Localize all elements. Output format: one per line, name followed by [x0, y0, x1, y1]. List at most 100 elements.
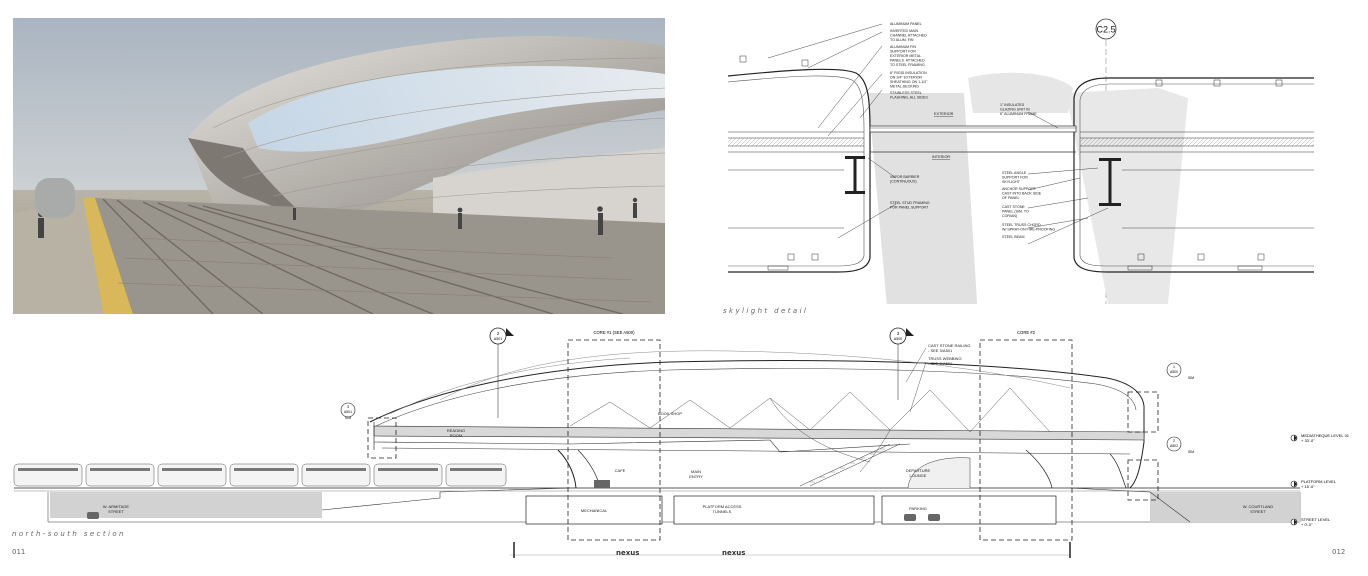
- room-platform-tunnels-2: TUNNELS: [713, 509, 732, 514]
- svg-text:A501: A501: [344, 410, 352, 414]
- room-cafe: CAFE: [615, 468, 626, 473]
- nexus-logo: nexus: [722, 549, 746, 557]
- section-marker-2-a501: 2 A501: [489, 327, 514, 345]
- room-departure-lounge-2: LOUNGE: [910, 473, 927, 478]
- svg-text:A501: A501: [494, 337, 502, 341]
- street-courtland: W. COURTLAND: [1243, 504, 1274, 509]
- detail-marker-3-a501: 3 A501 SIM: [340, 402, 356, 420]
- core-1-label: CORE #1 (SEE A500): [594, 330, 636, 335]
- callout-truss: TRUSS WEBBING: [928, 356, 962, 361]
- callout: 6" ALUMINUM FRAME: [1000, 112, 1037, 116]
- callout: TO STEEL FRAMING: [890, 63, 925, 67]
- interior-label: INTERIOR: [932, 155, 950, 159]
- callout: STEEL TRUSS CHORD: [1002, 223, 1041, 227]
- svg-text:+ 15'-0": + 15'-0": [1301, 484, 1315, 489]
- svg-text:2: 2: [1173, 439, 1175, 443]
- room-platform-tunnels: PLATFORM ACCESS: [703, 504, 742, 509]
- grid-marker-label: C2.5: [1096, 25, 1115, 35]
- callout: STEEL BEAM: [1002, 235, 1024, 239]
- svg-text:+ 33'-0": + 33'-0": [1301, 438, 1315, 443]
- svg-text:3: 3: [897, 331, 900, 336]
- callout: STEEL STUD FRAMING: [890, 201, 930, 205]
- page-number-left: 011: [12, 548, 26, 556]
- room-main-entry: MAIN: [691, 469, 701, 474]
- mechanical-room: [525, 495, 663, 525]
- svg-text:SIM: SIM: [1188, 450, 1194, 454]
- callout: SUPPORT FOR: [1002, 176, 1028, 180]
- callout: SKYLIGHT: [1002, 180, 1021, 184]
- callout: CAST INTO BACK SIDE: [1002, 192, 1042, 196]
- callout: OF PANEL: [1002, 196, 1020, 200]
- svg-text:A500: A500: [1170, 370, 1178, 374]
- callout: GLAZING UNIT IN: [1000, 108, 1030, 112]
- nexus-logo: nexus: [616, 549, 640, 557]
- level-marker-platform: PLATFORM LEVEL + 15'-0": [1290, 479, 1337, 489]
- callout: PANELS. ATTACHED: [890, 59, 925, 63]
- room-book-shop: BOOK SHOP: [658, 411, 682, 416]
- skylight-detail-drawing: C2.5: [727, 18, 1314, 318]
- svg-text:1: 1: [1173, 365, 1175, 369]
- callout: 6" RIGID INSULATION: [890, 71, 927, 75]
- callout: STEEL ANGLE: [1002, 171, 1027, 175]
- callout: VAPOR BARRIER: [890, 175, 920, 179]
- svg-text:+ 0'-0": + 0'-0": [1301, 522, 1313, 527]
- callout: METAL DECKING: [890, 85, 919, 89]
- level-marker-street: STREET LEVEL + 0'-0": [1290, 517, 1331, 527]
- detail-marker-2-a502: 2 A502 SIM: [1166, 436, 1194, 454]
- section-marker-3-a500: 3 A500: [889, 327, 914, 345]
- station-rendering: [13, 18, 665, 314]
- callout: EXTERIOR METAL: [890, 54, 921, 58]
- room-reading-room: READING: [447, 428, 465, 433]
- svg-text:SIM: SIM: [345, 416, 351, 420]
- rendering-illustration: [13, 18, 665, 314]
- detail-caption: skylight detail: [723, 307, 809, 315]
- street-armitage: W. ARMITAGE: [103, 504, 129, 509]
- grid-marker: [1095, 18, 1117, 40]
- svg-text:2: 2: [497, 331, 500, 336]
- core-2-label: CORE #2: [1017, 330, 1036, 335]
- svg-text:MEDIATHEQUE LEVEL 01: MEDIATHEQUE LEVEL 01: [1301, 433, 1350, 438]
- page-number-right: 012: [1332, 548, 1346, 556]
- callout: (CONTINUOUS): [890, 180, 917, 184]
- core-1-outline: [567, 339, 661, 541]
- callout: W/ SPRAY-ON FIRE-PROOFING: [1002, 228, 1055, 232]
- svg-text:STREET LEVEL: STREET LEVEL: [1301, 517, 1331, 522]
- level-marker-mediatheque: MEDIATHEQUE LEVEL 01 + 33'-0": [1290, 433, 1350, 443]
- callout: STAINLESS STEEL: [890, 91, 922, 95]
- room-departure-lounge: DEPARTURE: [906, 468, 931, 473]
- svg-text:A502: A502: [1170, 444, 1178, 448]
- room-mechanical: MECHANICAL: [581, 508, 608, 513]
- detail-marker-1-a500: 1 A500 SIM: [1166, 362, 1194, 380]
- callout: PANEL (SIM. TO: [1002, 210, 1029, 214]
- callout: FLASHING, ALL SIDES: [890, 96, 928, 100]
- svg-text:A500: A500: [894, 337, 902, 341]
- callout: ALUMINUM FIN: [890, 45, 916, 49]
- room-parking: PARKING: [909, 506, 927, 511]
- callout: CHANNEL ATTACHED: [890, 34, 927, 38]
- room-reading-room-2: ROOM: [450, 433, 462, 438]
- svg-text:3: 3: [347, 405, 349, 409]
- callout: ALUMINUM PANEL: [890, 22, 922, 26]
- street-courtland-2: STREET: [1250, 509, 1266, 514]
- callout: TO ALUM. FIN: [890, 38, 914, 42]
- street-armitage-2: STREET: [108, 509, 124, 514]
- callout: SUPPORT FOR: [890, 50, 916, 54]
- svg-text:SIM: SIM: [1188, 376, 1194, 380]
- callout: INVERTED MAIN: [890, 29, 918, 33]
- callout: SHEATHING ON 1-1/2": [890, 80, 928, 84]
- callout: CORIAN): [1002, 214, 1017, 218]
- callout: 1" INSULATED: [1000, 103, 1025, 107]
- callout: FOR PANEL SUPPORT: [890, 206, 929, 210]
- callout-railing-ref: - SEE 3/A501: [928, 348, 953, 353]
- callout-truss-ref: - SEE 2/A501: [928, 361, 953, 366]
- callout-railing: CAST STONE RAILING: [928, 343, 971, 348]
- callout: CAST STONE: [1002, 205, 1025, 209]
- callout: ON 3/4" EXTERIOR: [890, 76, 922, 80]
- callout: ANCHOR SUPPORT: [1002, 187, 1037, 191]
- room-main-entry-2: ENTRY: [689, 474, 703, 479]
- north-south-section-drawing: 2 A501 3 A500 3 A501 SIM 1 A500 SIM 2 A5…: [10, 322, 1358, 562]
- section-caption: north-south section: [12, 530, 126, 538]
- exterior-label: EXTERIOR: [934, 112, 954, 116]
- svg-text:PLATFORM LEVEL: PLATFORM LEVEL: [1301, 479, 1337, 484]
- core-2-outline: [979, 339, 1073, 541]
